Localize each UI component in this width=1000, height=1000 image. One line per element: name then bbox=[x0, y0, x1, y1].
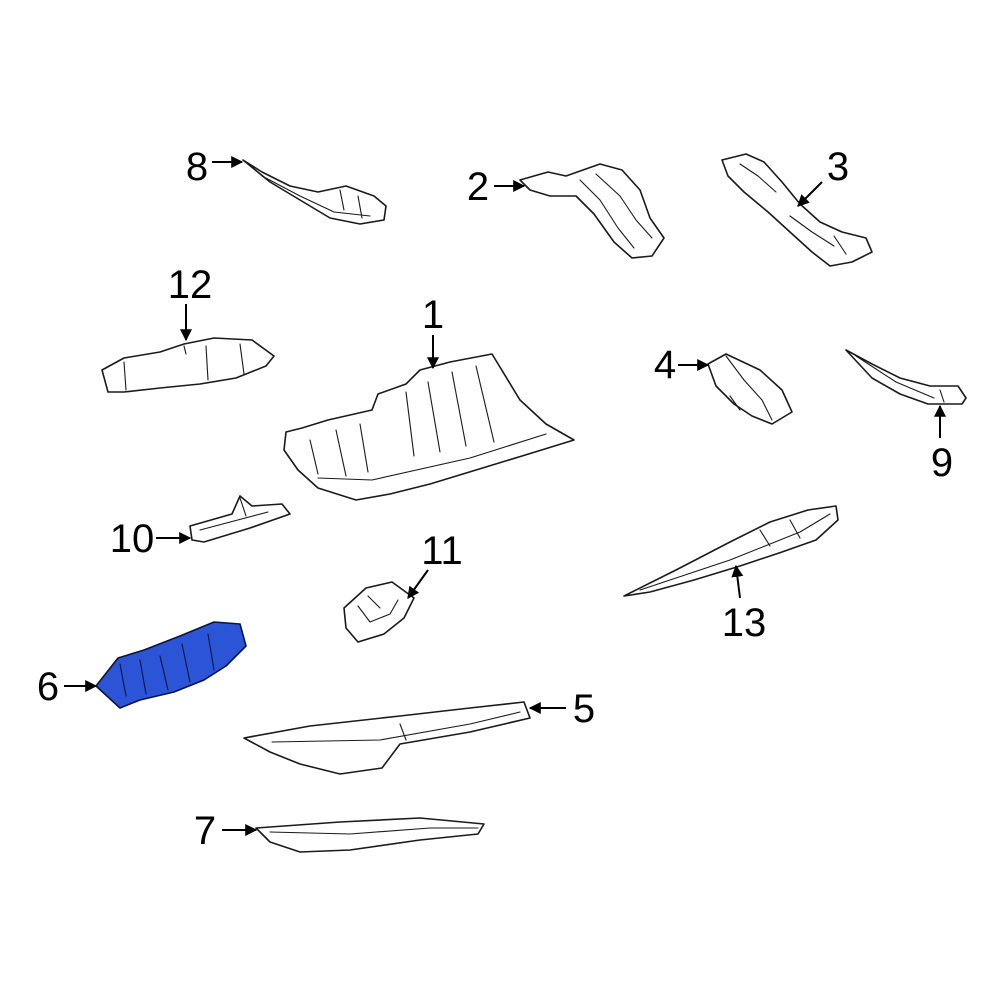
callout-1: 1 bbox=[422, 293, 444, 337]
callout-13: 13 bbox=[722, 601, 767, 645]
callout-3: 3 bbox=[827, 145, 849, 189]
part-5[interactable] bbox=[243, 701, 531, 775]
leader-13 bbox=[731, 564, 744, 599]
callout-4: 4 bbox=[654, 343, 676, 387]
part-2[interactable] bbox=[519, 163, 665, 259]
callout-5: 5 bbox=[573, 687, 595, 731]
leader-lines bbox=[64, 156, 946, 836]
leader-3 bbox=[797, 181, 823, 207]
part-13[interactable] bbox=[623, 505, 839, 597]
part-3[interactable] bbox=[721, 153, 873, 267]
callout-labels: 1 2 3 4 5 6 7 8 9 10 11 12 13 bbox=[37, 145, 953, 853]
callout-2: 2 bbox=[467, 165, 489, 209]
part-6[interactable] bbox=[95, 621, 247, 709]
callout-6: 6 bbox=[37, 665, 59, 709]
leader-11 bbox=[407, 569, 429, 599]
part-8[interactable] bbox=[242, 159, 387, 225]
part-1[interactable] bbox=[283, 353, 575, 501]
part-7[interactable] bbox=[255, 817, 485, 853]
callout-8: 8 bbox=[186, 145, 208, 189]
callout-7: 7 bbox=[194, 809, 216, 853]
part-4[interactable] bbox=[707, 353, 793, 425]
part-11[interactable] bbox=[343, 581, 415, 643]
callout-9: 9 bbox=[931, 441, 953, 485]
part-9[interactable] bbox=[845, 349, 967, 405]
callout-12: 12 bbox=[168, 263, 213, 307]
callout-11: 11 bbox=[421, 529, 463, 573]
part-10[interactable] bbox=[189, 495, 291, 543]
part-12[interactable] bbox=[101, 337, 275, 393]
callout-10: 10 bbox=[110, 517, 155, 561]
